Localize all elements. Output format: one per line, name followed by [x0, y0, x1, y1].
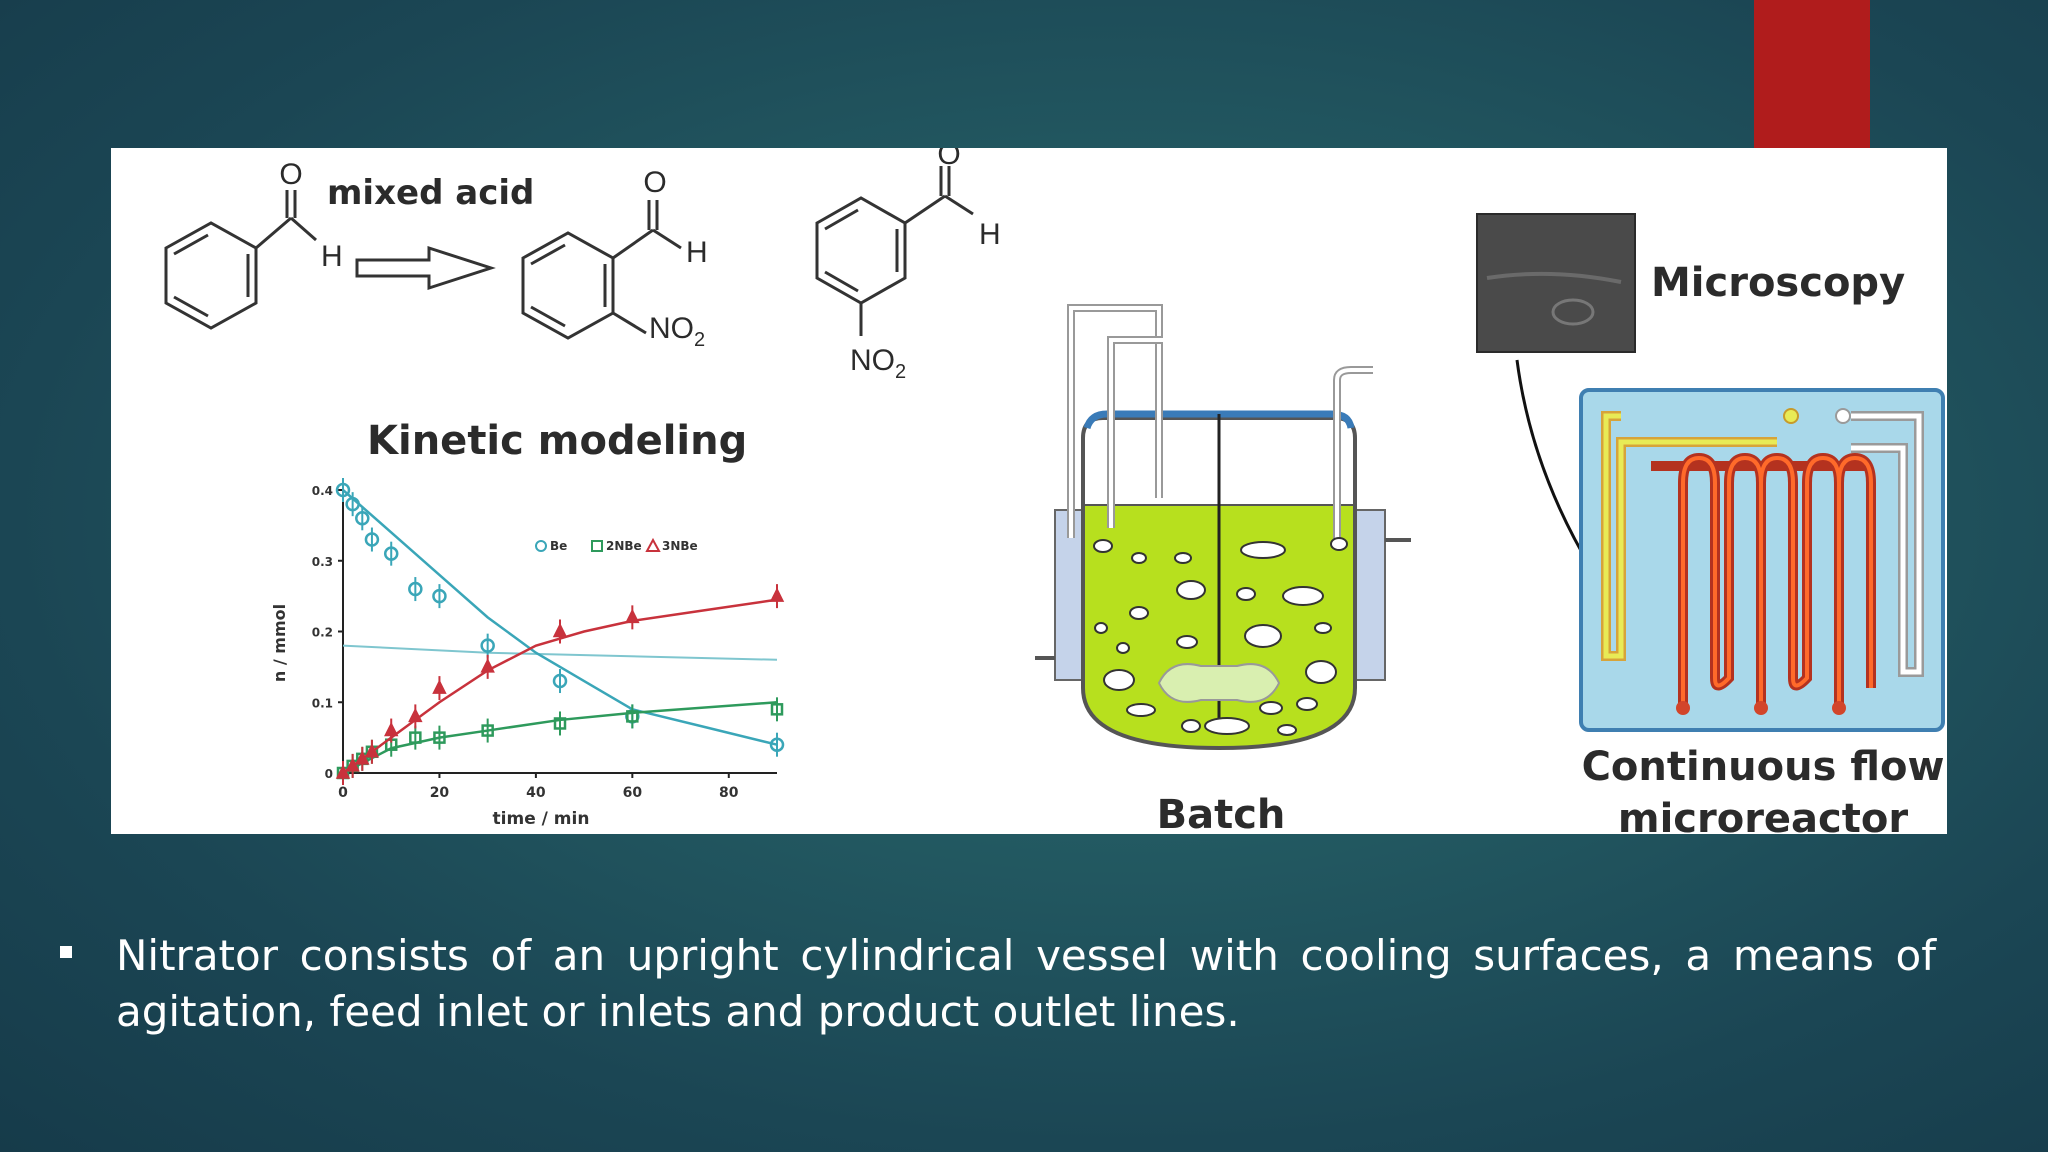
bullet-text: Nitrator consists of an upright cylindri… — [116, 931, 1936, 1036]
ortho-nitro-group: NO2 — [649, 312, 705, 351]
reagent-label: mixed acid — [327, 173, 534, 213]
microscopy-label: Microscopy — [1651, 260, 1905, 306]
chart-point-3NBe — [408, 707, 423, 723]
chart-y-tick-label: 0.2 — [312, 626, 333, 640]
chart-legend-label: Be — [550, 539, 567, 553]
chart-y-tick-label: 0.1 — [312, 696, 333, 710]
chart-point-2NBe — [481, 724, 494, 737]
chart-point-Be — [355, 511, 370, 526]
chart-legend-label: 3NBe — [662, 539, 698, 553]
chart-point-3NBe — [432, 679, 447, 694]
chart-point-2NBe — [409, 731, 422, 744]
flow-label-line2: microreactor — [1618, 796, 1908, 834]
benzaldehyde-hydrogen: H — [321, 240, 343, 273]
chart-point-Be — [432, 588, 447, 604]
microscopy-image — [1476, 213, 1636, 353]
reaction-arrow — [355, 245, 496, 291]
chart-x-tick-label: 60 — [623, 785, 643, 801]
chart-point-3NBe — [345, 757, 360, 772]
chart-legend-marker — [535, 540, 547, 552]
chart-point-2NBe — [626, 710, 639, 723]
kinetic-chart: 0 20 40 60 80 0 0.1 0.2 0.3 0.4Be 2NBe 3NBe — [312, 478, 785, 801]
chart-x-axis-label: time / min — [493, 809, 590, 829]
chart-fit-line-Be — [342, 489, 778, 746]
meta-oxygen: O — [937, 148, 960, 171]
flow-label-line1: Continuous flow — [1582, 744, 1945, 790]
microreactor-inlet — [1835, 408, 1851, 424]
microreactor-port — [1676, 701, 1690, 715]
meta-hydrogen: H — [979, 218, 1001, 251]
chart-x-tick-label: 40 — [526, 785, 546, 801]
chart-point-Be — [364, 532, 380, 547]
chart-y-tick-label: 0.3 — [312, 555, 333, 569]
chart-legend-label: 2NBe — [606, 539, 642, 553]
cooling-jacket-right — [1354, 509, 1386, 681]
ortho-hydrogen: H — [686, 236, 708, 269]
chart-point-3NBe — [625, 608, 640, 624]
figure-panel: O H mixed acid O H NO2 O H NO2 Kinetic m… — [111, 148, 1947, 834]
chart-y-tick-label: 0.4 — [312, 484, 333, 498]
chart-point-Be — [552, 673, 568, 689]
ortho-oxygen: O — [643, 166, 666, 199]
chart-point-3NBe — [355, 750, 370, 765]
chart-point-2NBe — [770, 703, 784, 716]
chart-point-2NBe — [433, 731, 446, 744]
chart-point-3NBe — [480, 658, 495, 673]
chart-reference-line — [342, 644, 778, 661]
chart-x-tick-label: 80 — [719, 785, 739, 801]
batch-reactor-illustration — [1035, 304, 1411, 751]
meta-nitrobenzaldehyde-structure — [815, 166, 974, 336]
agitator-impeller — [1157, 663, 1281, 703]
chart-point-Be — [345, 496, 360, 512]
chart-point-Be — [480, 638, 495, 653]
chart-title: Kinetic modeling — [367, 418, 747, 464]
meta-nitro-group: NO2 — [850, 344, 906, 383]
chart-point-3NBe — [364, 743, 380, 758]
microreactor-port — [1832, 701, 1846, 715]
chart-point-Be — [408, 581, 423, 597]
chart-legend-marker — [645, 537, 661, 552]
chart-point-3NBe — [335, 764, 351, 779]
chart-fit-line-3NBe — [342, 598, 778, 775]
benzaldehyde-oxygen: O — [279, 158, 302, 191]
chart-point-Be — [383, 546, 399, 561]
chart-point-3NBe — [769, 587, 785, 602]
ortho-nitrobenzaldehyde-structure — [521, 200, 682, 340]
chart-x-tick-label: 0 — [338, 785, 348, 801]
microreactor-illustration — [1579, 388, 1945, 732]
bullet-list: Nitrator consists of an upright cylindri… — [60, 928, 1936, 1040]
gas-bubbles — [1093, 537, 1348, 736]
benzaldehyde-structure — [164, 190, 317, 330]
chart-point-Be — [335, 482, 351, 498]
chart-point-2NBe — [553, 717, 567, 730]
chart-legend-marker — [591, 540, 603, 552]
batch-label: Batch — [1157, 792, 1286, 834]
chart-y-axis-label: n / mmol — [270, 604, 289, 682]
accent-bar — [1754, 0, 1870, 148]
cooling-jacket-left — [1054, 509, 1086, 681]
microreactor-port — [1754, 701, 1768, 715]
microreactor-inlet — [1783, 408, 1799, 424]
bullet-marker — [60, 946, 72, 958]
chart-point-3NBe — [384, 721, 399, 737]
chart-point-3NBe — [552, 622, 568, 638]
chart-x-tick-label: 20 — [430, 785, 450, 801]
chart-point-Be — [769, 737, 785, 752]
chart-y-tick-label: 0 — [325, 767, 333, 781]
